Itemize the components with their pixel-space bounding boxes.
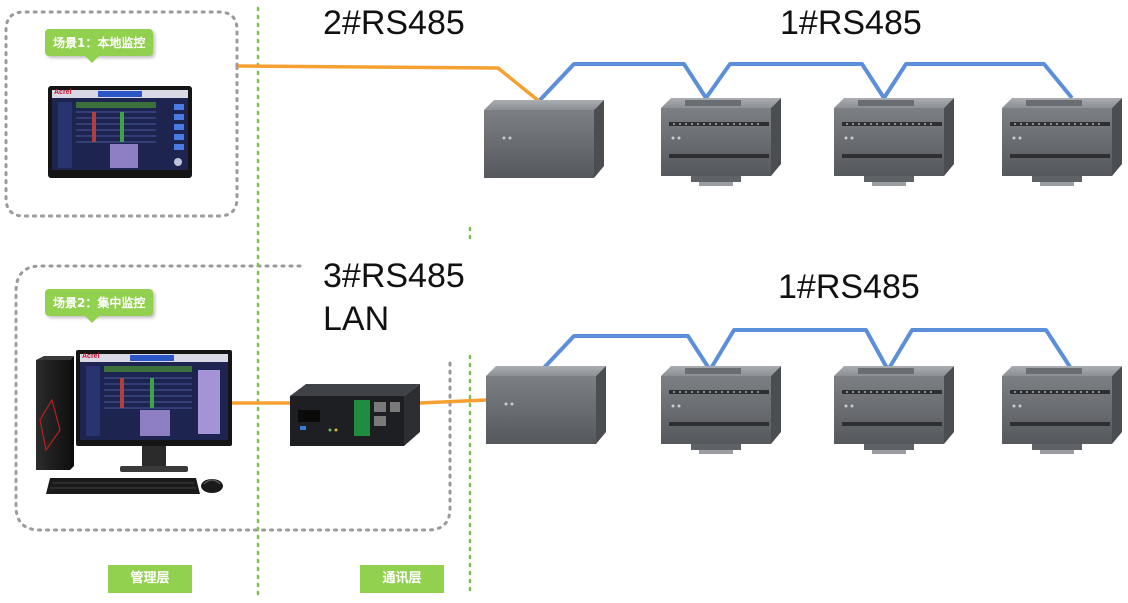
bus-top	[538, 62, 1074, 102]
scene-1-tag: 场景1：本地监控	[45, 29, 154, 63]
desktop-tower	[36, 356, 74, 470]
meter-bottom-1	[661, 366, 781, 454]
bus-label-1-rs485-bottom: 1#RS485	[778, 268, 920, 306]
meter-top-2	[834, 98, 954, 186]
lan-label: LAN	[323, 300, 390, 338]
monitor-brand-logo: Acrel	[82, 353, 100, 360]
local-touch-panel	[48, 86, 192, 178]
management-layer-label: 管理层	[108, 565, 192, 593]
meter-bottom-2	[834, 366, 954, 454]
mouse	[201, 479, 223, 493]
bus-label-3-rs485: 3#RS485	[323, 257, 465, 295]
panel-brand-logo: Acrel	[54, 89, 72, 96]
lan-link-gateway-bus	[419, 398, 487, 405]
communication-layer-label: 通讯层	[360, 565, 444, 593]
meter-top-3	[1002, 98, 1122, 186]
gateway-device-bottom	[486, 366, 606, 444]
meter-top-1	[661, 98, 781, 186]
edge-gateway	[290, 384, 420, 446]
desktop-monitor	[76, 350, 232, 472]
meter-bottom-3	[1002, 366, 1122, 454]
scene-2-tag: 场景2：集中监控	[45, 289, 154, 323]
scene-1-dotted-box	[4, 10, 239, 218]
gateway-device-top	[484, 100, 604, 178]
bus-label-2-rs485: 2#RS485	[323, 4, 465, 42]
bus-label-1-rs485-top: 1#RS485	[780, 4, 922, 42]
scene-2-dotted-box	[14, 264, 452, 532]
rs485-link-top	[237, 64, 542, 104]
bus-bottom	[538, 328, 1074, 374]
keyboard	[46, 478, 200, 494]
